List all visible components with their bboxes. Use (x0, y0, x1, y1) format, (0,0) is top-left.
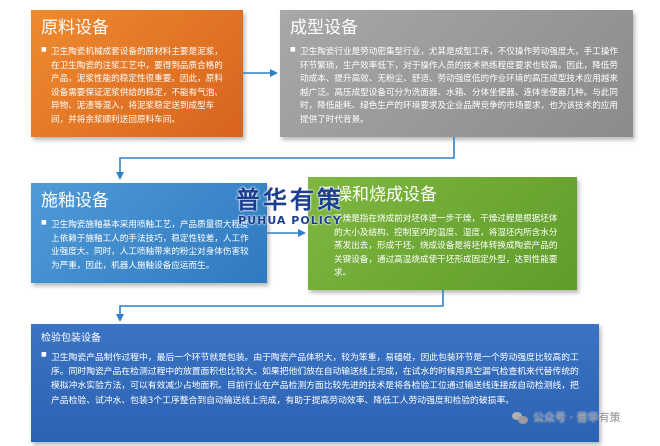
brand-logo: 普华有策 PUHUA POLICY (226, 186, 354, 242)
wechat-icon (512, 411, 528, 425)
inspection-packing-title: 检验包装设备 (41, 333, 101, 344)
raw-material-box: 原料设备 卫生陶瓷机械成套设备的原材料主要是泥浆，在卫生陶瓷的注浆工艺中，要得到… (31, 10, 243, 137)
glazing-box: 施釉设备 卫生陶瓷施釉基本采用喷釉工艺，产品质量很大程度上依赖于施釉工人的手法技… (31, 183, 267, 283)
forming-box: 成型设备 卫生陶瓷行业是劳动密集型行业，尤其是成型工序，不仅操作劳动强度大，手工… (280, 10, 633, 137)
drying-firing-text: 干燥是指在烧成前对坯体进一步干燥，干燥过程是根据坯体的大小及结构、控制室内的温度… (334, 214, 558, 279)
glazing-title: 施釉设备 (41, 191, 109, 211)
inspection-packing-box: 检验包装设备 卫生陶瓷产品制作过程中，最后一个环节就是包装。由于陶瓷产品体积大，… (31, 324, 599, 442)
forming-text: 卫生陶瓷行业是劳动密集型行业，尤其是成型工序，不仅操作劳动强度大，手工操作环节繁… (280, 42, 633, 134)
raw-material-text: 卫生陶瓷机械成套设备的原材料主要是泥浆，在卫生陶瓷的注浆工艺中，要得到品质合格的… (31, 42, 243, 134)
glazing-text: 卫生陶瓷施釉基本采用喷釉工艺，产品质量很大程度上依赖于施釉工人的手法技巧，稳定性… (31, 215, 267, 279)
drying-firing-title: 干燥和烧成设备 (318, 185, 437, 205)
drying-firing-box: 干燥和烧成设备 干燥是指在烧成前对坯体进一步干燥，干燥过程是根据坯体的大小及结构… (308, 177, 577, 290)
inspection-packing-text: 卫生陶瓷产品制作过程中，最后一个环节就是包装。由于陶瓷产品体积大，较为笨重，易磕… (31, 347, 599, 414)
brand-logo-english: PUHUA POLICY (238, 214, 342, 227)
account-watermark-text: 公众号 · 普华有策 (533, 411, 621, 424)
arrow-drying-to-packing (116, 290, 444, 322)
account-watermark: 公众号 · 普华有策 (512, 411, 621, 425)
arrow-forming-to-glazing (116, 137, 455, 180)
raw-material-title: 原料设备 (41, 18, 109, 38)
forming-title: 成型设备 (290, 18, 358, 38)
brand-logo-chinese: 普华有策 (236, 186, 344, 214)
